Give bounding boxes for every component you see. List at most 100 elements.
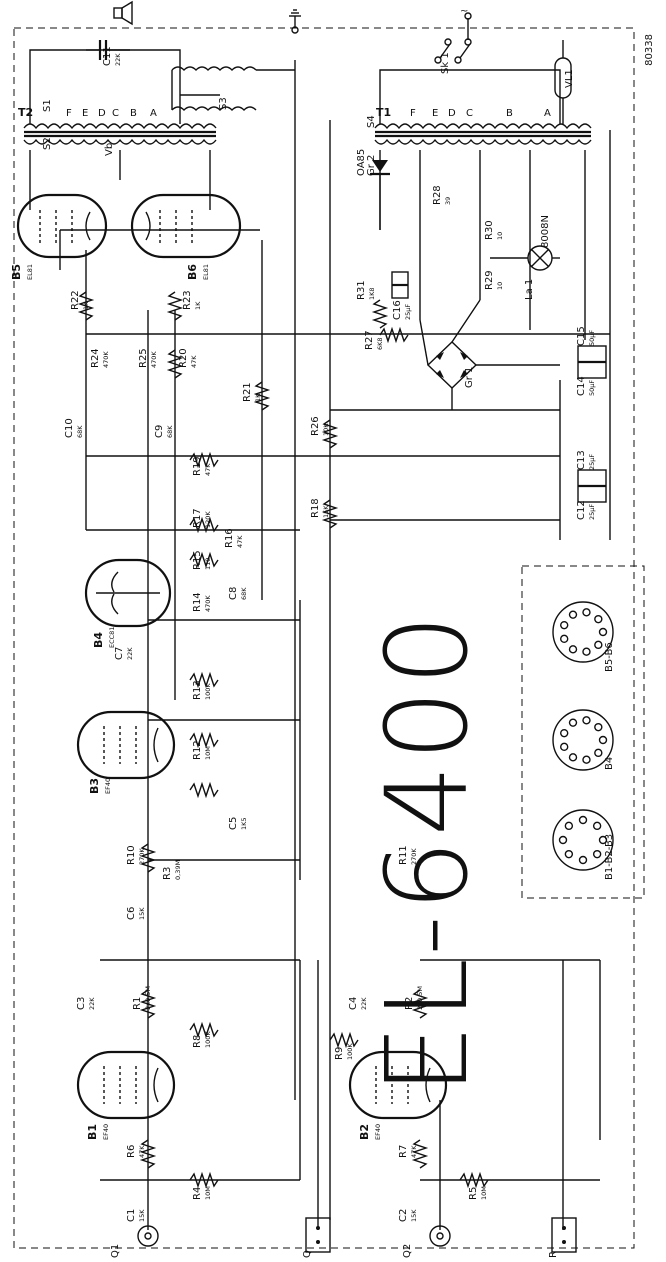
misc-label-vl1: VL1 <box>564 69 575 88</box>
capacitor-label-c5: C5 <box>228 817 239 830</box>
resistor-label-r12: R12 <box>192 740 203 760</box>
resistor-label-r24: R24 <box>90 348 101 368</box>
resistor-value-r16: 47K <box>236 535 244 548</box>
capacitor-label-c2: C2 <box>398 1209 409 1222</box>
capacitor-value-c5: 1K5 <box>240 817 248 830</box>
capacitor-value-c9: 68K <box>166 425 174 438</box>
resistor-label-r27: R27 <box>364 330 375 350</box>
capacitor-label-c16: C16 <box>392 300 403 320</box>
capacitor-value-c7: 22K <box>126 647 134 660</box>
socket-pin <box>568 753 578 762</box>
t2-tap-label: D <box>98 108 106 119</box>
misc-label-s1: S1 <box>42 99 53 112</box>
input-plug-r[interactable] <box>551 1217 577 1253</box>
socket-pin <box>582 716 591 725</box>
resistor-value-r8: 100K <box>204 1031 212 1048</box>
resistor-value-r22: 1K <box>82 301 90 310</box>
t2-tap-label: E <box>82 108 88 119</box>
tube-type-b2: EF40 <box>374 1124 382 1140</box>
ground-icon <box>289 9 301 34</box>
capacitor-value-c11: 22K <box>114 53 122 66</box>
capacitor-value-c13: 25µF <box>588 454 596 470</box>
capacitor-label-c15: C15 <box>576 326 587 346</box>
resistor-value-r19: 47K <box>204 463 212 476</box>
socket-pins <box>558 608 608 865</box>
capacitor-label-c10: C10 <box>64 418 75 438</box>
resistor-value-r6: 47K <box>138 1145 146 1158</box>
resistor-value-r1: 2x0,5M <box>144 986 152 1010</box>
t2-tap-label: C <box>112 108 119 119</box>
resistor-value-r18: 15K <box>322 505 330 518</box>
misc-label-q1: Q1 <box>110 1244 121 1258</box>
t1-tap-label: E <box>432 108 438 119</box>
capacitor-value-c10: 68K <box>76 425 84 438</box>
resistor-value-r4: 10M <box>204 1186 212 1200</box>
socket-pin <box>594 722 603 732</box>
misc-label-s4: S4 <box>366 115 377 128</box>
capacitor-label-c14: C14 <box>576 376 587 396</box>
t2-tap-label: F <box>66 108 72 119</box>
t2-tap-label: A <box>150 108 157 119</box>
resistor-label-r29: R29 <box>484 270 495 290</box>
resistor-value-r25: 470K <box>150 351 158 368</box>
capacitor-label-c12: C12 <box>576 500 587 520</box>
resistor-label-r7: R7 <box>398 1145 409 1158</box>
capacitor-label-c9: C9 <box>154 425 165 438</box>
resistor-value-r3: 0,39M <box>174 860 182 880</box>
diode-gr2 <box>370 160 390 230</box>
socket-pin <box>564 821 574 831</box>
socket-label: B4 <box>604 757 615 770</box>
tube-type-b5: EL81 <box>26 264 34 280</box>
capacitor-value-c6: 15K <box>138 907 146 920</box>
capacitor-value-c3: 22K <box>88 997 96 1010</box>
resistor-label-r22: R22 <box>70 290 81 310</box>
resistor-value-r11: 270K <box>410 848 418 865</box>
resistor-label-r14: R14 <box>192 592 203 612</box>
capacitor-c12-c13 <box>577 469 607 503</box>
socket-pin <box>582 608 591 617</box>
resistor-label-r26: R26 <box>310 416 321 436</box>
resistor-value-r29: 10 <box>496 282 504 290</box>
resistor-label-r3: R3 <box>162 867 173 880</box>
switch-sk1[interactable] <box>434 12 472 64</box>
socket-pin <box>558 835 568 845</box>
capacitor-value-c15: 50µF <box>588 330 596 346</box>
misc-label-sk1: Sk 1 <box>440 52 451 74</box>
misc-label-r: R <box>548 1251 559 1258</box>
socket-pin <box>568 610 578 619</box>
t2-tap-label: B <box>130 108 137 119</box>
bridge-rectifier-gr1 <box>419 299 560 410</box>
socket-b5-b6 <box>552 601 614 663</box>
resistor-value-r31: 1K8 <box>368 287 376 300</box>
resistor-label-r1: R1 <box>132 997 143 1010</box>
socket-pin <box>560 742 569 752</box>
capacitor-c11 <box>86 40 130 60</box>
resistor-label-r15: R15 <box>192 550 203 570</box>
socket-b1-b2-b3 <box>552 809 614 871</box>
input-jack-q1[interactable] <box>137 1225 159 1247</box>
resistor-value-r23: 1K <box>194 301 202 310</box>
misc-label-gr2-type: OA85 <box>356 149 367 176</box>
resistor-label-r19: R19 <box>192 456 203 476</box>
transformer-t2 <box>23 49 220 210</box>
tube-type-b6: EL81 <box>202 264 210 280</box>
resistor-value-r28: 39 <box>444 197 452 205</box>
t1-tap-label: B <box>506 108 513 119</box>
resistor-value-r27: 6K8 <box>376 337 384 350</box>
capacitor-label-c4: C4 <box>348 997 359 1010</box>
resistor-label-r2: R2 <box>404 997 415 1010</box>
resistor-label-r5: R5 <box>468 1187 479 1200</box>
resistor-value-r20: 47K <box>190 355 198 368</box>
drawing-number: 80338 <box>644 34 655 66</box>
resistor-value-r30: 10 <box>496 232 504 240</box>
input-jack-q2[interactable] <box>429 1225 451 1247</box>
tube-label-b6: B6 <box>186 264 199 280</box>
resistor-value-r17: 120K <box>204 511 212 528</box>
misc-label-la1-type: 8008N <box>540 215 551 248</box>
resistor-label-r11: R11 <box>398 845 409 865</box>
socket-pin <box>568 718 578 727</box>
chassis-border <box>13 27 635 1249</box>
input-plug-q[interactable] <box>305 1217 331 1253</box>
capacitor-value-c16: 25µF <box>404 304 412 320</box>
